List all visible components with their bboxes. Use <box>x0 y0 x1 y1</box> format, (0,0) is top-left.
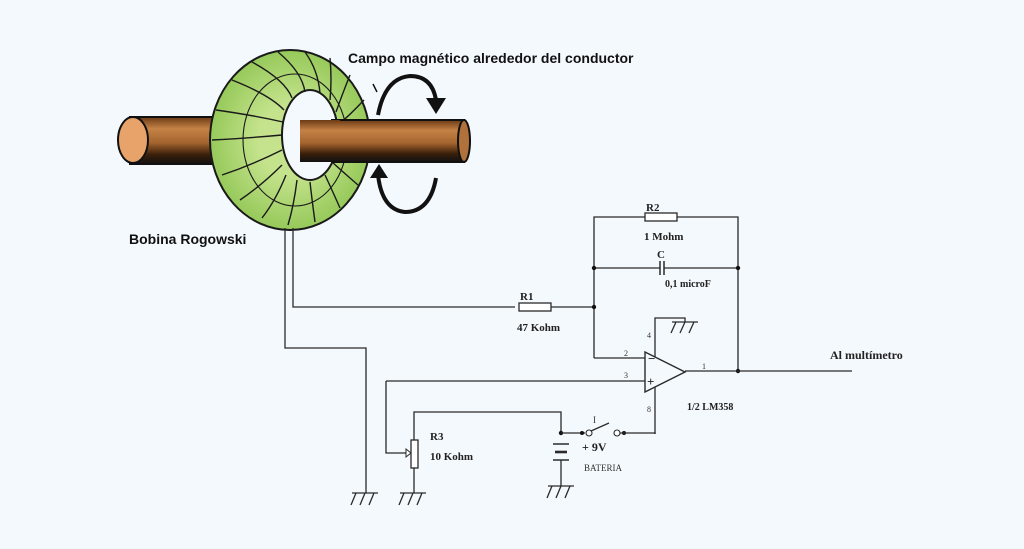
potentiometer-r3 <box>405 439 419 469</box>
r3-value: 10 Kohm <box>430 451 473 463</box>
r2-value: 1 Mohm <box>644 231 683 243</box>
r3-wiring <box>385 381 562 493</box>
ground-icon <box>546 485 574 499</box>
r1-value: 47 Kohm <box>517 322 560 334</box>
ground-icon <box>398 492 426 506</box>
junction-dot <box>735 265 741 271</box>
r2-name: R2 <box>646 202 660 214</box>
c-name: C <box>657 249 665 261</box>
opamp-plus-sign: + <box>647 374 654 389</box>
switch-icon <box>561 422 656 437</box>
opamp-minus-sign: − <box>648 351 655 366</box>
conductor-rod-front <box>300 119 471 163</box>
coil-label: Bobina Rogowski <box>129 231 246 247</box>
feedback-network <box>593 216 739 371</box>
junction-dot <box>591 304 597 310</box>
resistor-r1 <box>518 302 594 312</box>
pin-4: 4 <box>647 331 651 340</box>
switch-label: I <box>593 415 596 425</box>
r3-name: R3 <box>430 431 444 443</box>
magnetic-field-label: Campo magnético alrededor del conductor <box>348 50 634 66</box>
ground-icon <box>350 492 378 506</box>
pin-2: 2 <box>624 349 628 358</box>
ground-icon <box>670 321 698 334</box>
opamp-name: 1/2 LM358 <box>687 402 733 413</box>
pin-8: 8 <box>647 405 651 414</box>
c-value: 0,1 microF <box>665 279 711 290</box>
output-label: Al multímetro <box>830 348 903 362</box>
junction-dot <box>591 265 597 271</box>
battery-voltage: + 9V <box>582 440 607 454</box>
magnetic-field-arrows <box>370 73 446 215</box>
battery-label: BATERIA <box>584 463 623 473</box>
pin-3: 3 <box>624 371 628 380</box>
opamp <box>386 317 852 434</box>
pin-1: 1 <box>702 362 706 371</box>
capacitor-c <box>659 261 665 275</box>
resistor-r2 <box>644 212 678 222</box>
battery-icon <box>553 443 569 486</box>
r1-name: R1 <box>520 291 533 303</box>
coil-leads <box>284 228 515 493</box>
